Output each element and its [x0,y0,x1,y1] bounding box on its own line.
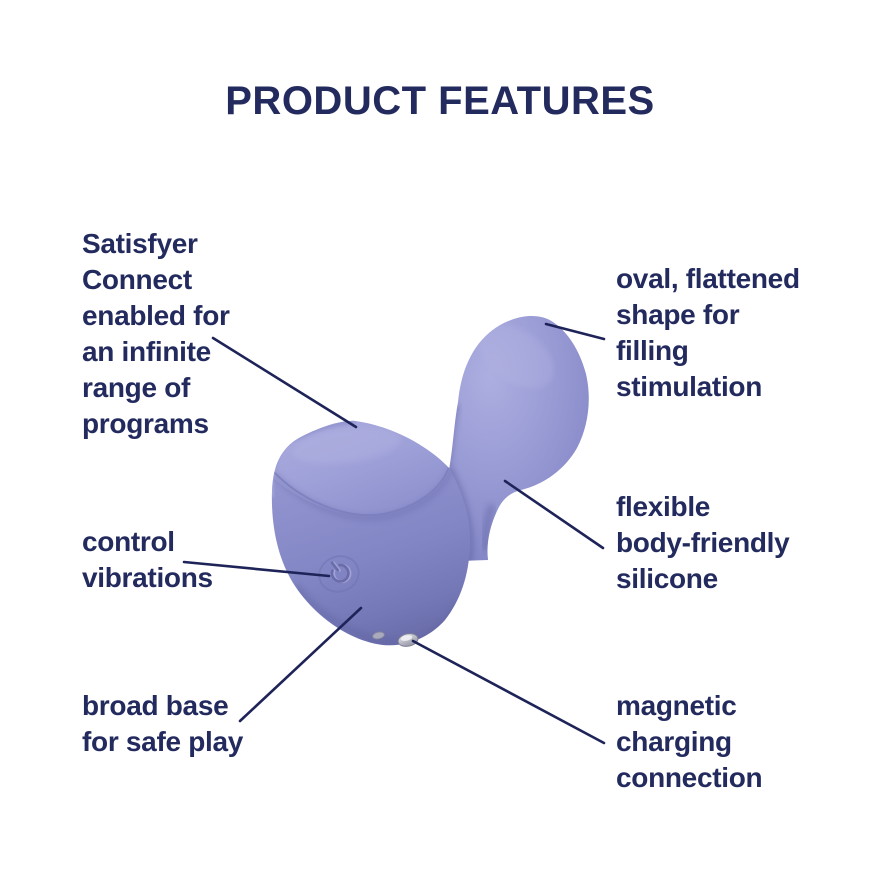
feature-label-oval-shape: oval, flattened shape for filling stimul… [616,263,800,402]
page-title: PRODUCT FEATURES [225,79,655,123]
callout-line-magnetic-charging [411,639,606,745]
callout-line-broad-base [238,606,363,723]
feature-label-satisfyer-connect: Satisfyer Connect enabled for an infinit… [82,228,230,439]
power-icon [318,555,360,593]
feature-label-magnetic-charging: magnetic charging connection [616,690,763,793]
callout-line-oval-shape [544,322,606,341]
feature-label-control-vibrations: control vibrations [82,526,213,593]
callout-line-satisfyer-connect [211,336,358,429]
charging-contact-icon [372,631,419,647]
callout-line-control-vibrations [182,560,331,578]
callout-line-flexible-silicone [503,479,605,550]
feature-label-broad-base: broad base for safe play [82,690,244,757]
feature-label-flexible-silicone: flexible body-friendly silicone [616,491,790,594]
